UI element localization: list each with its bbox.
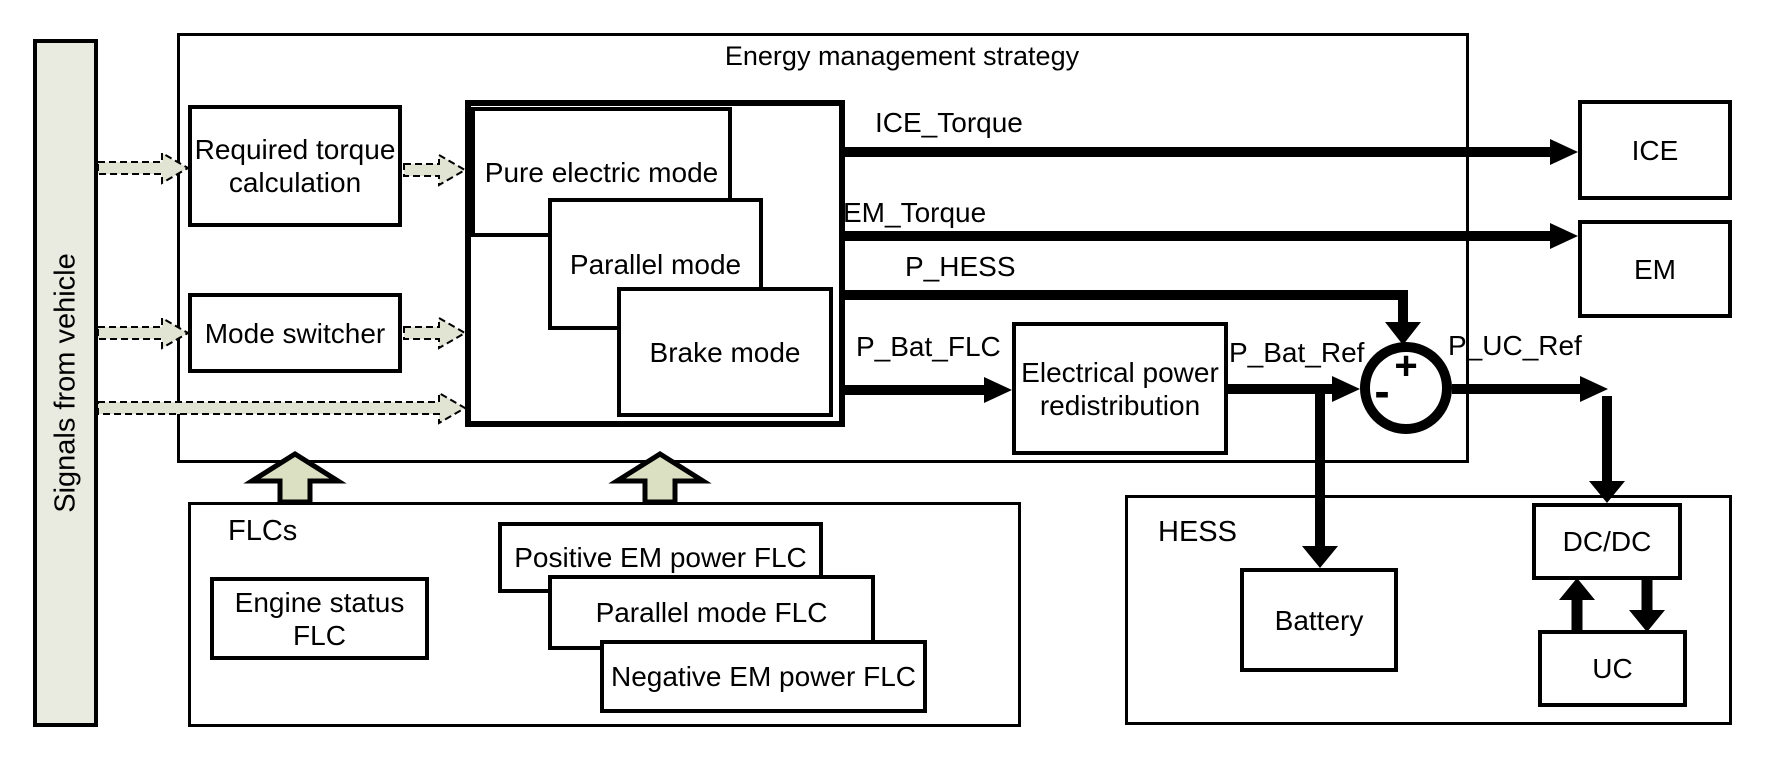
- mode-switcher-label: Mode switcher: [204, 317, 386, 349]
- summing-minus-sign: -: [1374, 365, 1390, 417]
- energy-management-strategy-box: [177, 33, 1469, 463]
- signals-from-vehicle-label: Signals from vehicle: [49, 253, 81, 513]
- required-torque-line2: calculation: [228, 167, 362, 198]
- engine-status-flc-box: Engine status FLC: [210, 577, 429, 660]
- signals-from-vehicle-bar: Signals from vehicle: [33, 39, 98, 727]
- p-bat-flc-label: P_Bat_FLC: [856, 331, 1001, 362]
- engine-status-flc-line1: Engine status: [234, 586, 405, 618]
- battery-label: Battery: [1274, 604, 1364, 636]
- power-redistribution-line2: redistribution: [1039, 389, 1201, 421]
- negative-em-power-flc-label: Negative EM power FLC: [610, 661, 916, 692]
- p-uc-ref-label: P_UC_Ref: [1448, 330, 1582, 361]
- mode-container-box: [465, 100, 845, 427]
- required-torque-calculation-box: Required torque calculation: [188, 105, 402, 227]
- flcs-box: [188, 502, 1021, 727]
- parallel-mode-flc-label: Parallel mode FLC: [595, 597, 828, 628]
- positive-em-power-flc-label: Positive EM power FLC: [514, 542, 807, 573]
- negative-em-power-flc-box: Negative EM power FLC: [600, 640, 927, 713]
- parallel-mode-box: Parallel mode: [548, 198, 763, 330]
- parallel-mode-flc-box: Parallel mode FLC: [548, 575, 875, 650]
- uc-box: UC: [1538, 630, 1687, 707]
- em-box: EM: [1578, 220, 1732, 318]
- dcdc-label: DC/DC: [1562, 526, 1652, 557]
- p-bat-ref-label: P_Bat_Ref: [1229, 337, 1365, 368]
- mode-switcher-box: Mode switcher: [188, 293, 402, 373]
- uc-label: UC: [1592, 653, 1633, 684]
- battery-box: Battery: [1240, 568, 1398, 672]
- hess-title: HESS: [1158, 516, 1237, 548]
- engine-status-flc-line2: FLC: [293, 619, 346, 651]
- ice-torque-label: ICE_Torque: [875, 107, 1023, 138]
- p-hess-label: P_HESS: [905, 251, 1016, 282]
- vehicle-signal-arrow-to-required-torque: [97, 151, 191, 185]
- brake-mode-box: Brake mode: [617, 287, 833, 417]
- pure-electric-mode-label: Pure electric mode: [484, 156, 719, 188]
- em-label: EM: [1634, 253, 1676, 285]
- dcdc-converter-box: DC/DC: [1532, 503, 1682, 580]
- ems-title: Energy management strategy: [724, 41, 1080, 71]
- power-redistribution-line1: Electrical power: [1021, 356, 1219, 388]
- electrical-power-redistribution-box: Electrical power redistribution: [1012, 322, 1228, 455]
- em-torque-label: EM_Torque: [843, 197, 987, 228]
- p-uc-ref-connector: [1452, 376, 1625, 503]
- ice-box: ICE: [1578, 100, 1732, 200]
- vehicle-signal-arrow-to-mode-switcher: [97, 316, 191, 350]
- hess-box: [1125, 495, 1732, 725]
- flcs-title: FLCs: [228, 515, 298, 547]
- brake-mode-label: Brake mode: [649, 336, 801, 368]
- parallel-mode-label: Parallel mode: [569, 248, 742, 280]
- required-torque-line1: Required torque: [194, 134, 396, 165]
- ice-label: ICE: [1631, 134, 1679, 166]
